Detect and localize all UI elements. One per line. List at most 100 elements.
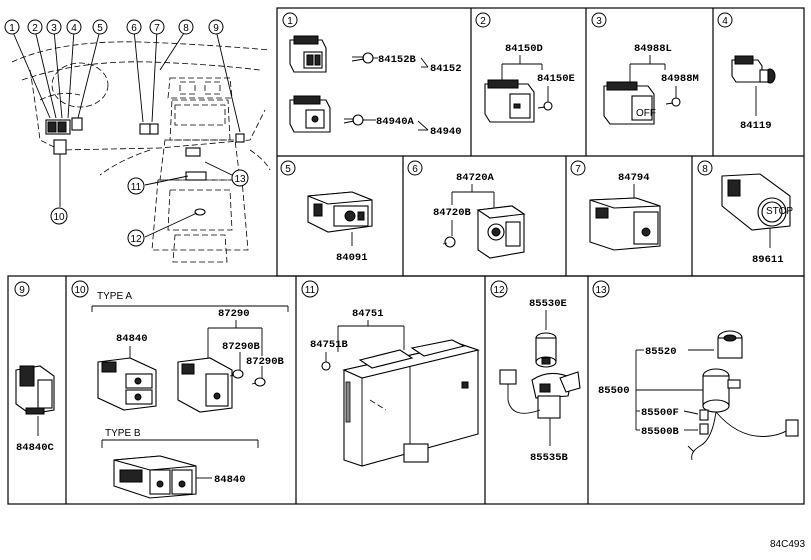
- svg-text:85535B: 85535B: [530, 452, 569, 464]
- socket-85535B: [531, 371, 581, 419]
- section-8: 8 STOP 89611: [697, 160, 793, 266]
- overview-callout-8: 8: [178, 19, 194, 35]
- svg-text:5: 5: [285, 164, 291, 175]
- section-4: 4 84119: [717, 12, 776, 132]
- screw-icon: [229, 369, 244, 379]
- svg-text:87290: 87290: [218, 308, 250, 320]
- screw-icon: [537, 101, 553, 111]
- lighter-85520: [717, 330, 743, 359]
- part-number: 84152B: [378, 54, 417, 66]
- svg-text:84091: 84091: [336, 252, 368, 264]
- overview-callout-3: 3: [46, 19, 62, 35]
- svg-text:12: 12: [493, 285, 505, 296]
- svg-text:84720A: 84720A: [456, 172, 495, 184]
- svg-text:2: 2: [480, 16, 486, 27]
- overview-callout-2: 2: [27, 19, 43, 35]
- switch-84840-type-a: [97, 357, 157, 411]
- switch-84119: [731, 55, 776, 84]
- switch-84720A: [476, 205, 526, 259]
- screw-icon: [251, 366, 266, 387]
- switch-84940: [289, 95, 331, 133]
- overview-callout-11: 11: [127, 177, 145, 195]
- screw-icon: [321, 361, 331, 371]
- screw-icon: [442, 236, 456, 248]
- svg-text:84794: 84794: [618, 172, 650, 184]
- svg-text:11: 11: [131, 182, 142, 193]
- screw-icon: [343, 114, 364, 126]
- svg-text:84150D: 84150D: [505, 43, 543, 55]
- svg-text:4: 4: [722, 16, 728, 27]
- svg-text:3: 3: [51, 23, 57, 34]
- switch-84840C: [15, 365, 55, 415]
- part-number: 84940A: [376, 116, 415, 128]
- svg-text:8: 8: [702, 164, 708, 175]
- section-2: 2 84150D 84150E: [475, 12, 575, 123]
- type-b-label: TYPE B: [105, 428, 141, 439]
- power-outlet-85530E: [535, 332, 557, 368]
- svg-text:10: 10: [74, 285, 86, 296]
- section-1: 1 84152B 84152: [282, 12, 462, 138]
- overview-callout-4: 4: [66, 19, 82, 35]
- part-number: 84940: [430, 126, 462, 138]
- overview-callout-7: 7: [149, 19, 165, 35]
- svg-text:84988M: 84988M: [661, 73, 699, 85]
- grid-frames: [7, 7, 805, 505]
- switch-84152: [289, 35, 327, 73]
- reference-code: 84C493: [770, 539, 805, 550]
- svg-text:85500: 85500: [598, 385, 630, 397]
- switch-87290: [177, 357, 233, 413]
- svg-text:11: 11: [305, 285, 316, 296]
- switch-84091: [307, 191, 373, 233]
- svg-text:2: 2: [32, 23, 38, 34]
- svg-text:13: 13: [595, 285, 607, 296]
- switch-84150D: [484, 79, 535, 123]
- section-5: 5 84091: [280, 160, 373, 264]
- dashboard-overview: 1 2 3 4 5 6 7 8 9 10 11 13 12: [4, 19, 271, 263]
- svg-text:6: 6: [412, 164, 418, 175]
- svg-text:STOP: STOP: [766, 206, 793, 217]
- svg-text:85500F: 85500F: [641, 407, 679, 419]
- svg-text:85520: 85520: [645, 346, 677, 358]
- svg-text:85530E: 85530E: [529, 298, 567, 310]
- section-number: 1: [287, 16, 293, 27]
- svg-text:9: 9: [19, 285, 25, 296]
- part-number: 84152: [430, 63, 462, 75]
- type-a-label: TYPE A: [97, 291, 132, 302]
- lighter-socket-85500: [702, 368, 741, 413]
- overview-callout-1: 1: [4, 19, 20, 35]
- svg-text:84751B: 84751B: [310, 339, 349, 351]
- svg-text:84840: 84840: [214, 474, 246, 486]
- control-module-84751: [342, 339, 480, 467]
- svg-text:1: 1: [9, 23, 15, 34]
- svg-text:12: 12: [130, 234, 142, 245]
- svg-text:84840: 84840: [116, 333, 148, 345]
- switch-84794: [589, 197, 661, 251]
- push-start-switch: STOP: [721, 173, 793, 231]
- svg-text:84751: 84751: [352, 308, 384, 320]
- svg-text:85500B: 85500B: [641, 426, 680, 438]
- svg-text:OFF: OFF: [636, 108, 656, 119]
- svg-text:89611: 89611: [752, 254, 784, 266]
- section-6: 6 84720A 84720B: [407, 160, 526, 259]
- svg-text:84720B: 84720B: [433, 207, 472, 219]
- switch-84988L: OFF: [603, 81, 656, 125]
- overview-callout-12: 12: [127, 229, 145, 247]
- screw-icon: [665, 86, 681, 107]
- svg-text:5: 5: [97, 23, 103, 34]
- svg-text:3: 3: [596, 16, 602, 27]
- svg-text:4: 4: [71, 23, 77, 34]
- section-11: 11 84751 84751B: [301, 280, 480, 467]
- svg-text:7: 7: [575, 164, 581, 175]
- svg-text:6: 6: [131, 23, 137, 34]
- svg-text:13: 13: [234, 174, 246, 185]
- overview-callout-10: 10: [50, 207, 68, 225]
- section-7: 7 84794: [570, 160, 661, 251]
- switch-84840-type-b: [113, 455, 197, 499]
- svg-text:84119: 84119: [740, 120, 772, 132]
- svg-text:10: 10: [53, 212, 65, 223]
- section-12: 12 85530E 85535B: [490, 280, 581, 464]
- section-3: 3 84988L 84988M OFF: [591, 12, 699, 125]
- section-9: 9 84840C: [14, 281, 55, 454]
- svg-text:84840C: 84840C: [16, 442, 55, 454]
